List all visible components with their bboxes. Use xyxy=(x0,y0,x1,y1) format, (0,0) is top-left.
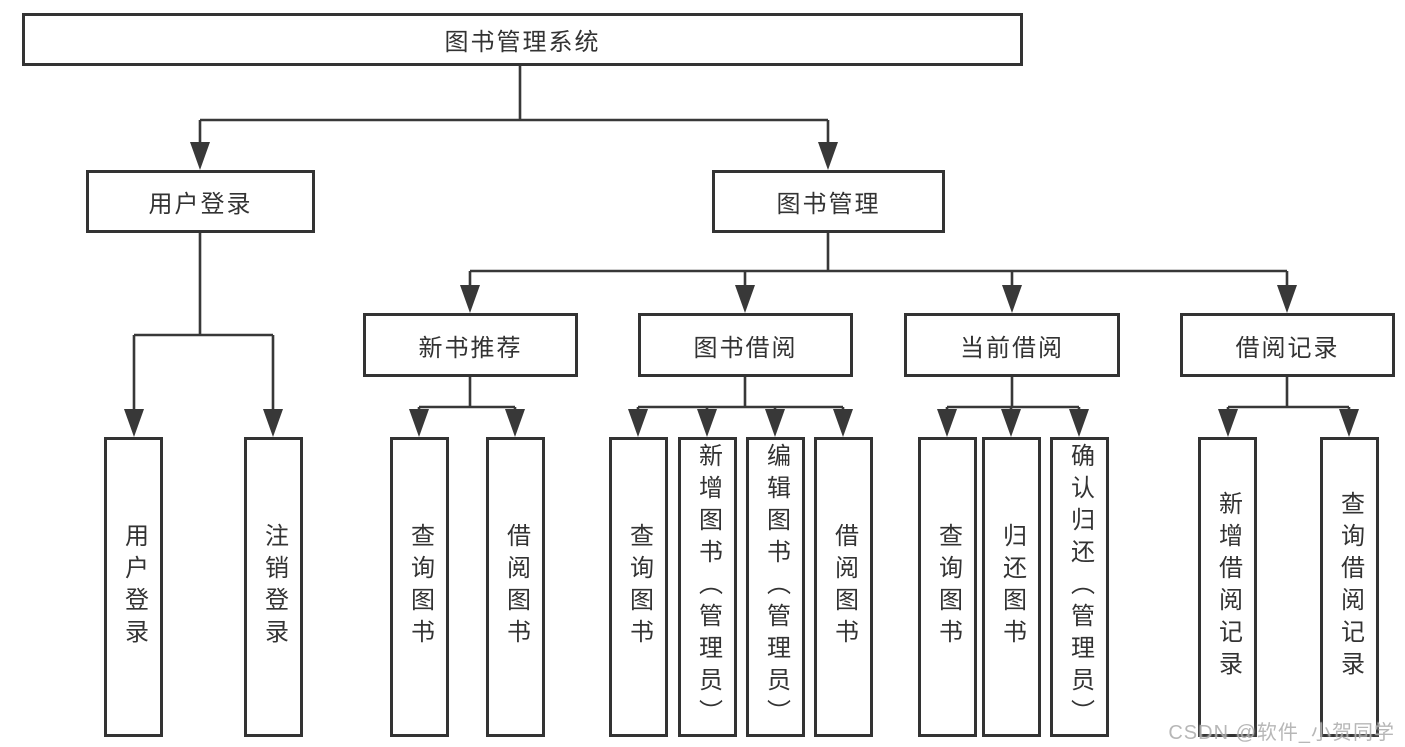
node-book-borrowing: 图书借阅 xyxy=(638,313,853,377)
node-label: 图书管理系统 xyxy=(444,29,601,56)
arrowhead-icon xyxy=(505,409,525,437)
arrowhead-icon xyxy=(1277,285,1297,313)
arrowhead-icon xyxy=(697,409,717,437)
leaf-confirm-return-admin: 确认归还（管理员） xyxy=(1050,437,1109,737)
node-label: 归还图书 xyxy=(998,523,1026,651)
node-label: 查询图书 xyxy=(406,523,434,651)
arrowhead-icon xyxy=(1339,409,1359,437)
node-label: 图书借阅 xyxy=(693,334,798,362)
arrowhead-icon xyxy=(937,409,957,437)
arrowhead-icon xyxy=(1069,409,1089,437)
arrowhead-icon xyxy=(833,409,853,437)
node-label: 用户登录 xyxy=(148,191,253,218)
leaf-query-borrow-record: 查询借阅记录 xyxy=(1320,437,1379,737)
node-user-login: 用户登录 xyxy=(86,170,315,233)
node-label: 借阅记录 xyxy=(1235,334,1340,362)
leaf-user-login: 用户登录 xyxy=(104,437,163,737)
leaf-borrow-books-2: 借阅图书 xyxy=(814,437,873,737)
node-label: 查询图书 xyxy=(625,523,653,651)
arrowhead-icon xyxy=(735,285,755,313)
node-label: 查询图书 xyxy=(934,523,962,651)
node-label: 新增借阅记录 xyxy=(1214,491,1242,683)
node-borrowing-records: 借阅记录 xyxy=(1180,313,1395,377)
node-book-management: 图书管理 xyxy=(712,170,945,233)
arrowhead-icon xyxy=(460,285,480,313)
leaf-query-books-2: 查询图书 xyxy=(609,437,668,737)
node-label: 注销登录 xyxy=(260,523,288,651)
node-label: 用户登录 xyxy=(120,523,148,651)
arrowhead-icon xyxy=(765,409,785,437)
arrowhead-icon xyxy=(628,409,648,437)
arrowhead-icon xyxy=(818,142,838,170)
node-label: 图书管理 xyxy=(776,191,881,218)
leaf-add-borrow-record: 新增借阅记录 xyxy=(1198,437,1257,737)
node-label: 查询借阅记录 xyxy=(1336,491,1364,683)
node-current-borrowing: 当前借阅 xyxy=(904,313,1120,377)
arrowhead-icon xyxy=(1002,285,1022,313)
leaf-add-books-admin: 新增图书（管理员） xyxy=(678,437,737,737)
arrowhead-icon xyxy=(409,409,429,437)
leaf-return-books: 归还图书 xyxy=(982,437,1041,737)
leaf-logout: 注销登录 xyxy=(244,437,303,737)
node-label: 借阅图书 xyxy=(502,523,530,651)
arrowhead-icon xyxy=(190,142,210,170)
arrowhead-icon xyxy=(124,409,144,437)
node-book-management-system: 图书管理系统 xyxy=(22,13,1023,66)
watermark: CSDN @软件_小贺同学 xyxy=(1168,722,1395,744)
node-label: 当前借阅 xyxy=(960,334,1064,362)
node-label: 编辑图书（管理员） xyxy=(762,443,790,731)
node-label: 新书推荐 xyxy=(418,334,523,362)
leaf-query-books-3: 查询图书 xyxy=(918,437,977,737)
arrowhead-icon xyxy=(1218,409,1238,437)
leaf-query-books-1: 查询图书 xyxy=(390,437,449,737)
node-label: 确认归还（管理员） xyxy=(1066,443,1094,731)
leaf-edit-books-admin: 编辑图书（管理员） xyxy=(746,437,805,737)
node-label: 借阅图书 xyxy=(830,523,858,651)
node-label: 新增图书（管理员） xyxy=(694,443,722,731)
arrowhead-icon xyxy=(1001,409,1021,437)
leaf-borrow-books-1: 借阅图书 xyxy=(486,437,545,737)
node-new-book-recommend: 新书推荐 xyxy=(363,313,578,377)
arrowhead-icon xyxy=(263,409,283,437)
